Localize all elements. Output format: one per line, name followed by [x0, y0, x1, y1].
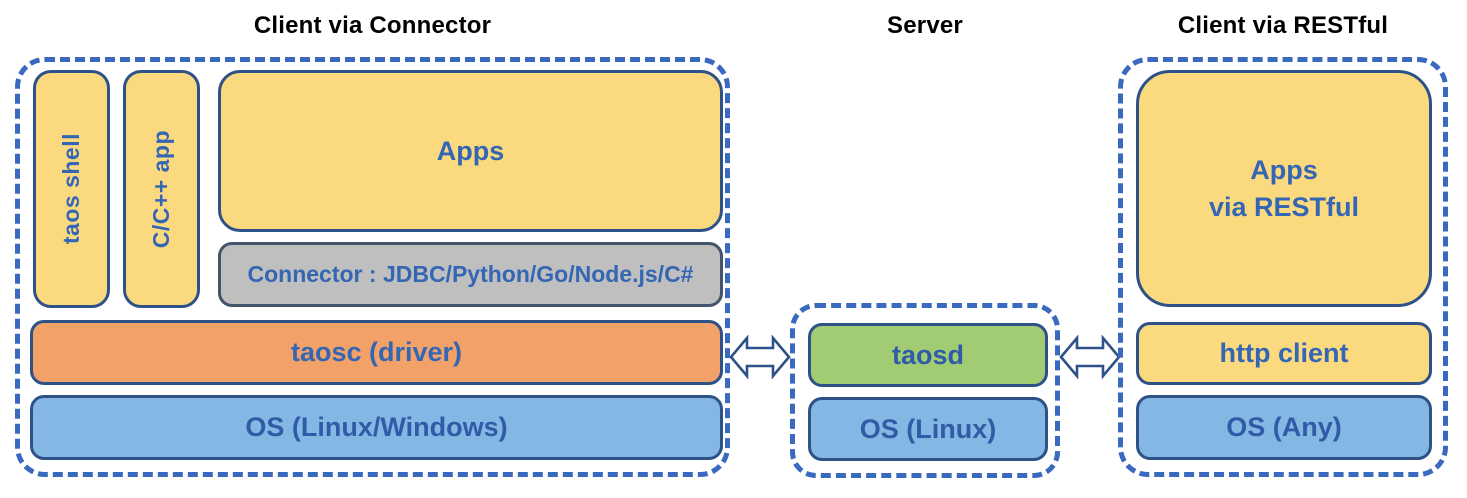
group-server: taosd OS (Linux): [790, 303, 1060, 478]
group-client-connector: taos shell C/C++ app Apps Connector : JD…: [15, 57, 730, 477]
os-linux-windows-label: OS (Linux/Windows): [245, 412, 508, 442]
section-title-client-restful: Client via RESTful: [1177, 12, 1389, 39]
box-connector: Connector : JDBC/Python/Go/Node.js/C#: [218, 242, 723, 307]
taos-shell-label: taos shell: [58, 133, 84, 245]
box-taosc-driver: taosc (driver): [30, 320, 723, 385]
apps-via-restful-line2: via RESTful: [1208, 191, 1360, 222]
box-os-any: OS (Any): [1136, 395, 1432, 460]
apps-via-restful-label: Apps via RESTful: [1209, 152, 1359, 225]
box-apps-via-restful: Apps via RESTful: [1136, 70, 1432, 307]
box-os-linux-windows: OS (Linux/Windows): [30, 395, 723, 460]
double-arrow-icon-left: [729, 335, 791, 379]
double-arrow-icon-right: [1059, 335, 1121, 379]
box-http-client: http client: [1136, 322, 1432, 385]
section-title-client-connector: Client via Connector: [253, 12, 492, 39]
http-client-label: http client: [1219, 338, 1349, 368]
os-any-label: OS (Any): [1226, 412, 1342, 442]
apps-via-restful-line1: Apps: [1250, 155, 1318, 186]
box-os-linux: OS (Linux): [808, 397, 1048, 461]
box-apps: Apps: [218, 70, 723, 232]
taosd-label: taosd: [891, 339, 964, 370]
cpp-app-label: C/C++ app: [148, 129, 174, 249]
group-client-restful: Apps via RESTful http client OS (Any): [1118, 57, 1448, 477]
box-taosd: taosd: [808, 323, 1048, 387]
box-cpp-app: C/C++ app: [123, 70, 200, 308]
box-taos-shell: taos shell: [33, 70, 110, 308]
connector-label: Connector : JDBC/Python/Go/Node.js/C#: [247, 261, 694, 287]
os-linux-label: OS (Linux): [859, 413, 997, 444]
taosc-label: taosc (driver): [290, 337, 463, 367]
apps-label: Apps: [436, 135, 505, 166]
section-title-server: Server: [887, 12, 963, 39]
